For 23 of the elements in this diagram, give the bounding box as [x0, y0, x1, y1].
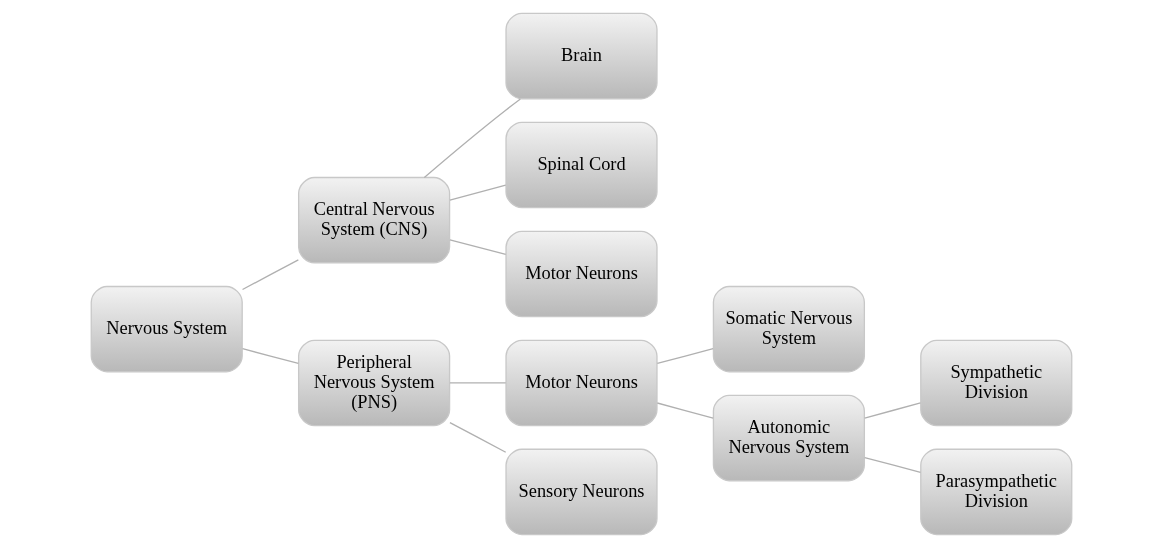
node-box: Motor Neurons — [504, 339, 658, 427]
node-box: Sensory Neurons — [504, 448, 658, 536]
node-box: Nervous System — [90, 285, 243, 373]
node-box: Peripheral Nervous System (PNS) — [297, 339, 450, 427]
connector — [448, 184, 506, 201]
connector — [423, 98, 521, 179]
connector — [656, 402, 714, 419]
connector — [448, 382, 506, 384]
node-box: Sympathetic Division — [919, 339, 1072, 427]
connector — [241, 348, 299, 365]
connector — [241, 259, 299, 291]
node-box: Brain — [504, 12, 658, 100]
node-box: Parasympathetic Division — [919, 448, 1072, 536]
connector — [448, 239, 506, 256]
node-box: Autonomic Nervous System — [712, 394, 865, 482]
node-box: Spinal Cord — [504, 121, 658, 209]
connector — [656, 348, 714, 364]
connector — [448, 421, 506, 453]
connector — [863, 457, 921, 473]
connector — [863, 402, 921, 419]
node-box: Somatic Nervous System — [712, 285, 865, 373]
node-box: Motor Neurons — [504, 230, 658, 318]
node-box: Central Nervous System (CNS) — [297, 176, 450, 264]
